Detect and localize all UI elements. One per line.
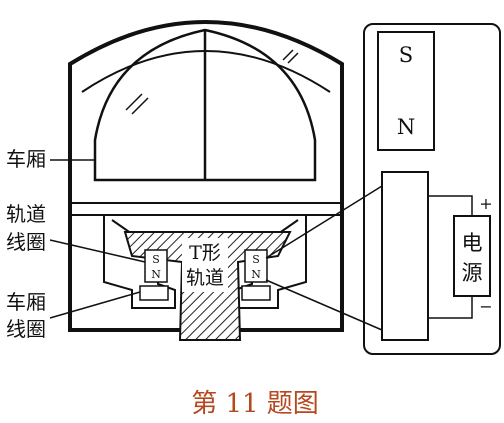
glare-left-1 bbox=[125, 93, 143, 111]
label-carriage-coil-1: 车厢 bbox=[6, 290, 46, 314]
left-coil-n: N bbox=[151, 268, 161, 281]
left-carriage-coil bbox=[139, 285, 169, 301]
right-coil-s: S bbox=[252, 253, 260, 266]
leader-track-coil bbox=[49, 239, 146, 263]
glare-left-2 bbox=[131, 97, 149, 115]
figure-caption: 第 11 题图 bbox=[191, 389, 319, 419]
leader-carriage-coil bbox=[49, 291, 141, 319]
wire-top bbox=[428, 195, 473, 216]
label-track-coil-2: 线圈 bbox=[6, 230, 46, 254]
train-body-outer bbox=[68, 20, 344, 332]
power-label-1: 电 bbox=[462, 231, 483, 255]
left-coil-s: S bbox=[152, 253, 160, 266]
right-carriage-coil bbox=[241, 285, 271, 301]
t-track-label-bg bbox=[182, 238, 228, 292]
right-coil-n: N bbox=[251, 268, 261, 281]
left-coil-magnet bbox=[144, 249, 168, 283]
label-carriage-coil-2: 线圈 bbox=[6, 317, 46, 341]
electromagnet-core bbox=[381, 171, 429, 341]
wire-bottom bbox=[428, 296, 473, 319]
label-carriage: 车厢 bbox=[6, 147, 46, 171]
glare-right-1 bbox=[282, 49, 294, 61]
magnet-n-label: N bbox=[397, 115, 415, 139]
t-track-label-2: 轨道 bbox=[186, 267, 224, 289]
plus-sign: + bbox=[479, 194, 492, 213]
glare-right-2 bbox=[287, 52, 299, 64]
undercarriage-gap bbox=[103, 215, 307, 228]
t-track-label-1: T形 bbox=[189, 242, 221, 264]
minus-sign: − bbox=[479, 297, 492, 316]
label-track-coil-1: 轨道 bbox=[6, 202, 46, 226]
magnet-s-label: S bbox=[399, 43, 413, 67]
right-coil-magnet bbox=[244, 249, 268, 283]
power-label-2: 源 bbox=[462, 261, 483, 285]
leader-inset-bottom bbox=[265, 279, 383, 331]
leader-inset-top bbox=[265, 185, 383, 259]
power-supply bbox=[453, 215, 491, 297]
permanent-magnet bbox=[377, 31, 435, 151]
